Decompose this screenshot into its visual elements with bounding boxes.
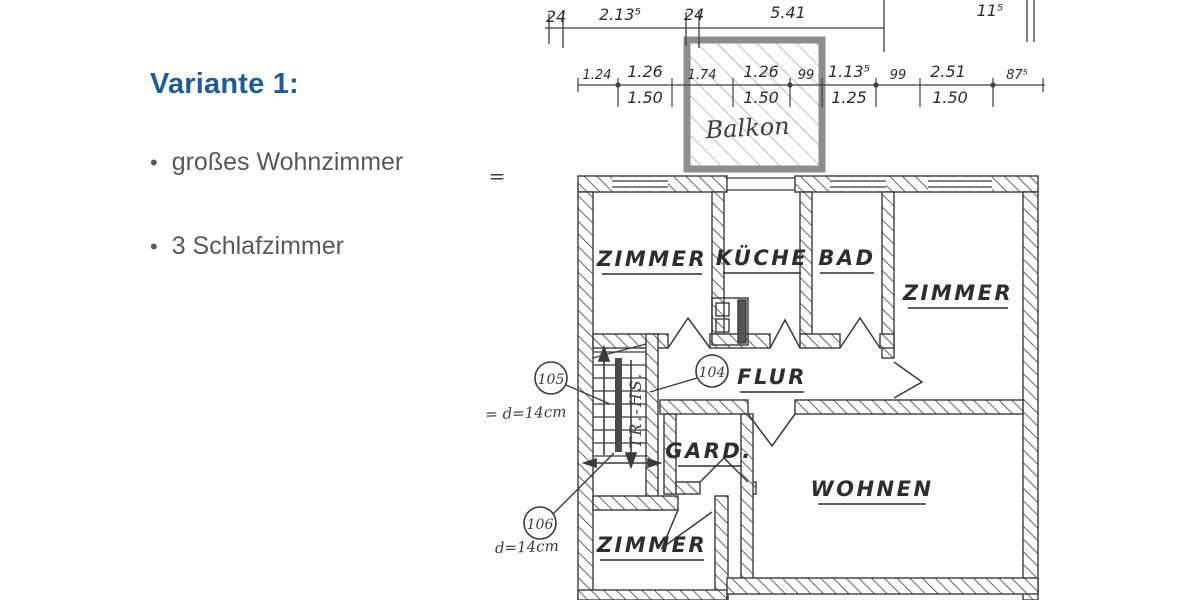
annotations: = 105 104 106 = d=14cm d=14cm — [485, 164, 729, 557]
slide-title: Variante 1: — [150, 68, 299, 100]
balcony: Balkon — [683, 36, 826, 173]
stairwell-label: TR.-HS. — [626, 372, 645, 449]
dim-label: 1.50 — [627, 88, 663, 107]
note-d14-left: = d=14cm — [485, 403, 567, 424]
bullet-marker: • — [150, 234, 158, 259]
dim-label: 87⁵ — [1006, 68, 1028, 83]
dim-label: 2.51 — [930, 62, 966, 81]
dim-label: 99 — [890, 68, 907, 83]
dim-label: 99 — [798, 68, 815, 83]
dim-label: 1.50 — [743, 88, 779, 107]
dim-label: 2.13⁵ — [599, 5, 641, 24]
room-number-105: 105 — [538, 372, 565, 388]
windows — [612, 177, 992, 191]
dim-label: 24 — [546, 7, 566, 26]
dim-label: 11⁵ — [977, 1, 1004, 20]
dim-label: 1.24 — [583, 68, 612, 83]
dim-label: 24 — [684, 5, 704, 24]
dim-label: 1.26 — [627, 62, 663, 81]
room-labels: ZIMMER KÜCHE BAD ZIMMER FLUR GARD. WOHNE… — [596, 245, 1013, 561]
doors — [660, 316, 924, 551]
dim-label: 1.25 — [831, 88, 867, 107]
dim-label: 1.74 — [688, 68, 717, 83]
equals-mark: = — [489, 164, 506, 188]
room-label-zimmer1: ZIMMER — [596, 247, 707, 271]
bullet-item: • großes Wohnzimmer — [150, 148, 480, 177]
balcony-label: Balkon — [704, 112, 790, 144]
stair-rail — [615, 358, 622, 452]
dim-label: 5.41 — [770, 3, 806, 22]
dim-label: 1.26 — [743, 62, 779, 81]
room-label-flur: FLUR — [737, 365, 807, 389]
bullet-marker: • — [150, 150, 158, 175]
room-number-104: 104 — [699, 365, 726, 381]
stair-arrows — [581, 344, 663, 470]
dimension-row-1-labels: 24 2.13⁵ 24 5.41 11⁵ — [546, 1, 1004, 26]
slide-text-block: Variante 1: • großes Wohnzimmer • 3 Schl… — [150, 68, 480, 261]
staircase: TR.-HS. — [581, 343, 663, 470]
dim-label: 1.13⁵ — [828, 62, 870, 81]
walls — [577, 175, 1039, 601]
room-label-zimmer3: ZIMMER — [596, 533, 707, 557]
bullet-text-wohnzimmer: großes Wohnzimmer — [171, 148, 404, 176]
dimension-row-1 — [545, 0, 1035, 52]
dim-label: 1.50 — [932, 88, 968, 107]
floorplan-svg: Balkon 24 2.13⁵ 24 5.41 11⁵ 1 — [480, 0, 1050, 601]
dimension-row-2-labels: 1.24 1.26 1.74 1.26 99 1.13⁵ 99 2.51 87⁵… — [583, 62, 1028, 107]
room-label-gard: GARD. — [665, 439, 753, 463]
floorplan-scan: Balkon 24 2.13⁵ 24 5.41 11⁵ 1 — [480, 0, 1050, 601]
room-label-bad: BAD — [818, 246, 875, 270]
room-number-106: 106 — [527, 517, 554, 533]
room-label-kueche: KÜCHE — [716, 245, 808, 270]
bullet-text-schlafzimmer: 3 Schlafzimmer — [171, 232, 344, 260]
dimension-row-2 — [577, 78, 1045, 107]
room-label-wohnen: WOHNEN — [810, 477, 933, 501]
shaft — [711, 297, 749, 346]
room-label-zimmer2: ZIMMER — [902, 281, 1013, 305]
note-d14-bottom: d=14cm — [495, 537, 559, 557]
bullet-item: • 3 Schlafzimmer — [150, 232, 480, 261]
